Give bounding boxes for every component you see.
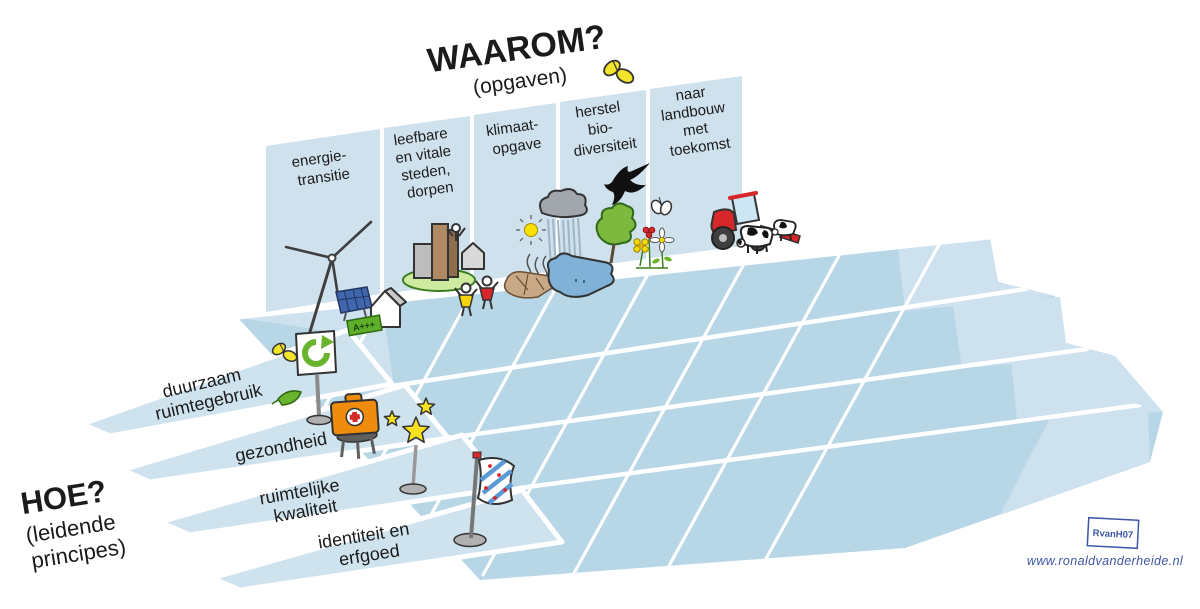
stars-icon	[383, 397, 436, 495]
panel-energie	[266, 129, 380, 312]
tree-icon	[595, 202, 637, 246]
cheering-people-icon	[454, 275, 499, 317]
figure-on-roof	[446, 223, 466, 241]
monogram-box	[1086, 516, 1140, 550]
creature-eyes	[575, 279, 585, 283]
artist-monogram: RvanH07	[1092, 528, 1133, 541]
city-buildings-icon	[402, 223, 485, 292]
column-label-energie: energie- transitie	[291, 146, 355, 190]
solar-panel-icon	[335, 286, 373, 322]
hoe-title-group: HOE? (leidende principes)	[18, 473, 127, 573]
frisian-flag-icon	[453, 451, 516, 548]
sun-icon	[516, 215, 546, 245]
flowers-icon	[633, 226, 675, 269]
title-butterfly-icon	[603, 59, 635, 84]
rain-cloud-icon	[539, 188, 588, 219]
yellow-butterfly-icon	[271, 342, 298, 363]
energy-label-text: A+++	[352, 319, 376, 333]
row-label-identiteit: identiteit en erfgoed	[317, 518, 419, 573]
yellow-figure	[454, 282, 478, 317]
artist-credit: RvanH07 www.ronaldvanderheide.nl	[1027, 516, 1184, 568]
first-aid-kit-icon	[329, 392, 380, 459]
house-energy-label-icon: A+++	[345, 287, 407, 337]
leaf-icon	[271, 390, 302, 406]
recycle-sign-icon	[295, 330, 337, 426]
white-butterfly-icon	[650, 196, 673, 216]
climate-icons	[503, 188, 615, 299]
wind-turbine-icon	[284, 220, 373, 347]
bird-icon	[604, 163, 650, 205]
red-figure	[475, 275, 499, 310]
cows-icon	[736, 219, 797, 254]
water-creature-icon	[546, 252, 615, 298]
panel-klimaat	[474, 103, 556, 281]
biodiversity-icons	[595, 196, 675, 269]
artist-website: www.ronaldvanderheide.nl	[1027, 554, 1184, 568]
earth-cracks	[515, 273, 545, 296]
